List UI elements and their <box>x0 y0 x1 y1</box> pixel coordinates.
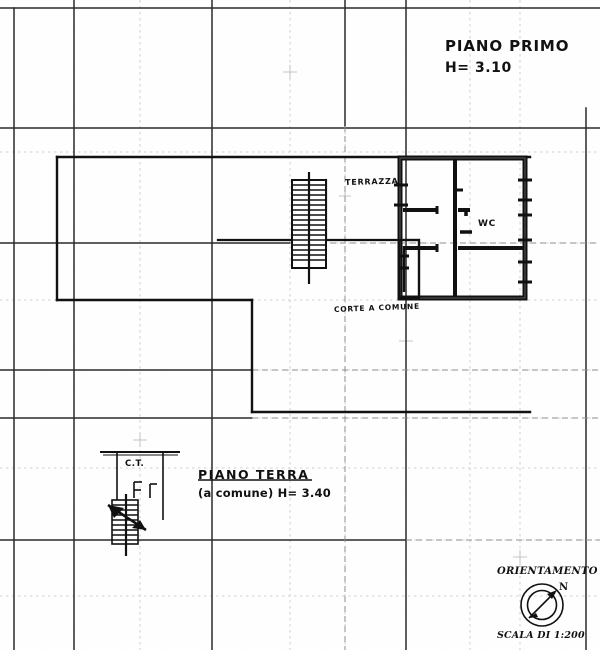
label-wc: WC <box>478 219 496 229</box>
staircase-lower <box>107 494 147 556</box>
label-ct: C.T. <box>125 459 145 469</box>
balcony-ticks <box>399 254 409 270</box>
building-outline <box>394 155 532 301</box>
window-openings-right <box>518 178 532 284</box>
label-terrazza: TERRAZZA <box>344 176 399 187</box>
property-line-continuations <box>252 126 600 650</box>
scale-text: SCALA DI 1:200 <box>497 630 585 641</box>
ground-floor-subtitle: (a comune) H= 3.40 <box>198 485 331 500</box>
wc-enclosure-walls <box>460 208 472 234</box>
ground-floor-note: PIANO TERRA (a comune) H= 3.40 <box>198 466 331 501</box>
stair-direction-arrow <box>107 503 147 532</box>
compass-icon <box>520 583 564 627</box>
orientation-block: ORIENTAMENTO N SCALA DI 1:200 <box>497 566 598 644</box>
floor-title: PIANO PRIMO <box>445 37 570 55</box>
ground-floor-title: PIANO TERRA <box>198 467 310 482</box>
window-openings-left <box>394 183 408 207</box>
title-block: PIANO PRIMO H= 3.10 <box>445 36 569 78</box>
north-letter: N <box>559 582 569 593</box>
ct-door-symbols <box>133 481 157 498</box>
floor-height: H= 3.10 <box>445 59 512 76</box>
exterior-wall-hatch <box>399 157 526 299</box>
staircase-upper <box>291 172 327 284</box>
orientation-title: ORIENTAMENTO <box>497 566 598 577</box>
door-jambs <box>435 188 463 252</box>
